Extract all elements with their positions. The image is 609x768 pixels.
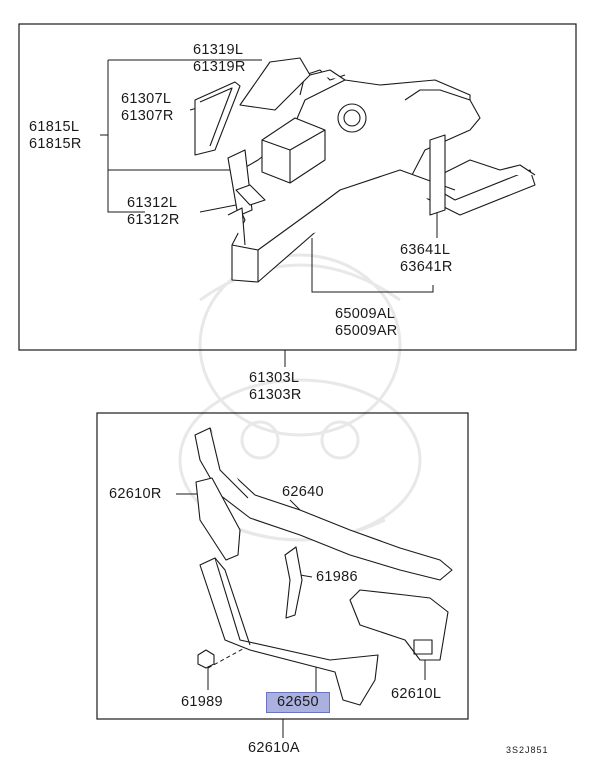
label-61815-L: 61815L (29, 119, 80, 135)
label-63641-R: 63641R (400, 259, 453, 275)
label-61319: 61319L 61319R (193, 42, 246, 76)
label-62640: 62640 (282, 484, 324, 500)
label-65009-AR: 65009AR (335, 323, 398, 339)
top-assembly-frame (18, 23, 577, 351)
front-side-member-assembly (194, 57, 536, 283)
label-65009-AL: 65009AL (335, 306, 396, 322)
label-61312-R: 61312R (127, 212, 180, 228)
watermark-emblem (178, 253, 422, 542)
label-61319-R: 61319R (193, 59, 246, 75)
label-62610A: 62610A (248, 740, 300, 756)
label-61307-R: 61307R (121, 108, 174, 124)
label-61815: 61815L 61815R (29, 119, 82, 153)
label-63641: 63641L 63641R (400, 242, 453, 276)
label-61986: 61986 (316, 569, 358, 585)
label-61989: 61989 (181, 694, 223, 710)
label-61303-R: 61303R (249, 387, 302, 403)
label-62610R: 62610R (109, 486, 162, 502)
label-61303-L: 61303L (249, 370, 300, 386)
label-61815-R: 61815R (29, 136, 82, 152)
label-62650-highlighted[interactable]: 62650 (266, 692, 330, 713)
diagram-code: 3S2J851 (506, 745, 549, 755)
label-62610L: 62610L (391, 686, 442, 702)
radiator-support-assembly (194, 427, 453, 706)
label-65009: 65009AL 65009AR (335, 306, 398, 340)
label-61303: 61303L 61303R (249, 370, 302, 404)
label-61307: 61307L 61307R (121, 91, 174, 125)
label-61307-L: 61307L (121, 91, 172, 107)
label-61312: 61312L 61312R (127, 195, 180, 229)
label-63641-L: 63641L (400, 242, 451, 258)
label-61319-L: 61319L (193, 42, 244, 58)
label-61312-L: 61312L (127, 195, 178, 211)
